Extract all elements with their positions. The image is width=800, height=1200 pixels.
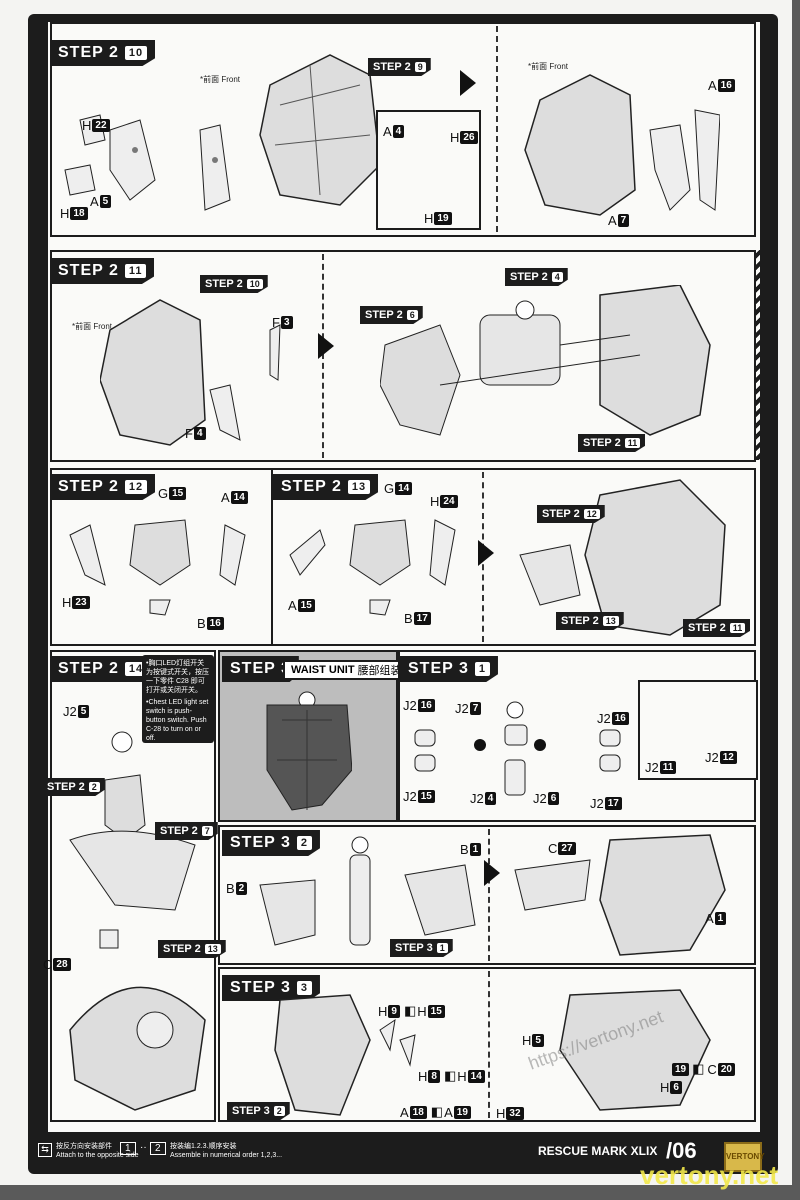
waist-assembly-illustration bbox=[259, 836, 476, 946]
torso-assembly-illustration bbox=[519, 479, 726, 636]
page-number: /06 bbox=[666, 1138, 697, 1163]
step-number: 10 bbox=[124, 46, 148, 60]
result-arrow-icon bbox=[318, 333, 334, 359]
waist-unit-illustration bbox=[266, 691, 352, 811]
kit-title: RESCUE MARK XLIX bbox=[538, 1144, 658, 1158]
opposite-side-icon: ⇆ bbox=[38, 1143, 52, 1157]
torso-illustration bbox=[524, 74, 720, 216]
torso-illustration bbox=[100, 299, 281, 446]
front-label: *前面 Front bbox=[528, 62, 569, 71]
step-prefix: STEP 2 bbox=[58, 44, 119, 61]
step-2-10-header: STEP 2 10 bbox=[50, 40, 156, 66]
order-1-icon: 1 bbox=[120, 1142, 136, 1155]
joint-parts-illustration bbox=[414, 701, 621, 796]
chest-part-illustration bbox=[289, 519, 456, 616]
order-2-icon: 2 bbox=[150, 1142, 166, 1155]
result-arrow-icon bbox=[478, 540, 494, 566]
chest-assembly-illustration bbox=[69, 731, 206, 1111]
result-arrow-icon bbox=[484, 860, 500, 886]
torso-illustration bbox=[259, 54, 381, 206]
waist-assembly-illustration bbox=[274, 994, 416, 1116]
front-label: *前面 Front bbox=[200, 75, 241, 84]
led-switch-note: •胸口LED灯组开关为按键式开关，按压一下零件 C28 即可打开或关闭开关。•C… bbox=[142, 655, 214, 743]
detail-box bbox=[638, 680, 758, 780]
chest-part-illustration bbox=[69, 519, 246, 616]
watermark-logo: VERTONY bbox=[724, 1142, 765, 1172]
front-label: *前面 Front bbox=[72, 322, 113, 331]
result-arrow-icon bbox=[460, 70, 476, 96]
torso-assembly-illustration bbox=[380, 285, 711, 436]
waist-assembly-illustration bbox=[514, 834, 726, 956]
part-illustration bbox=[64, 114, 231, 211]
waist-assembly-illustration bbox=[559, 989, 711, 1111]
watermark-site: vertony.net bbox=[640, 1160, 779, 1190]
